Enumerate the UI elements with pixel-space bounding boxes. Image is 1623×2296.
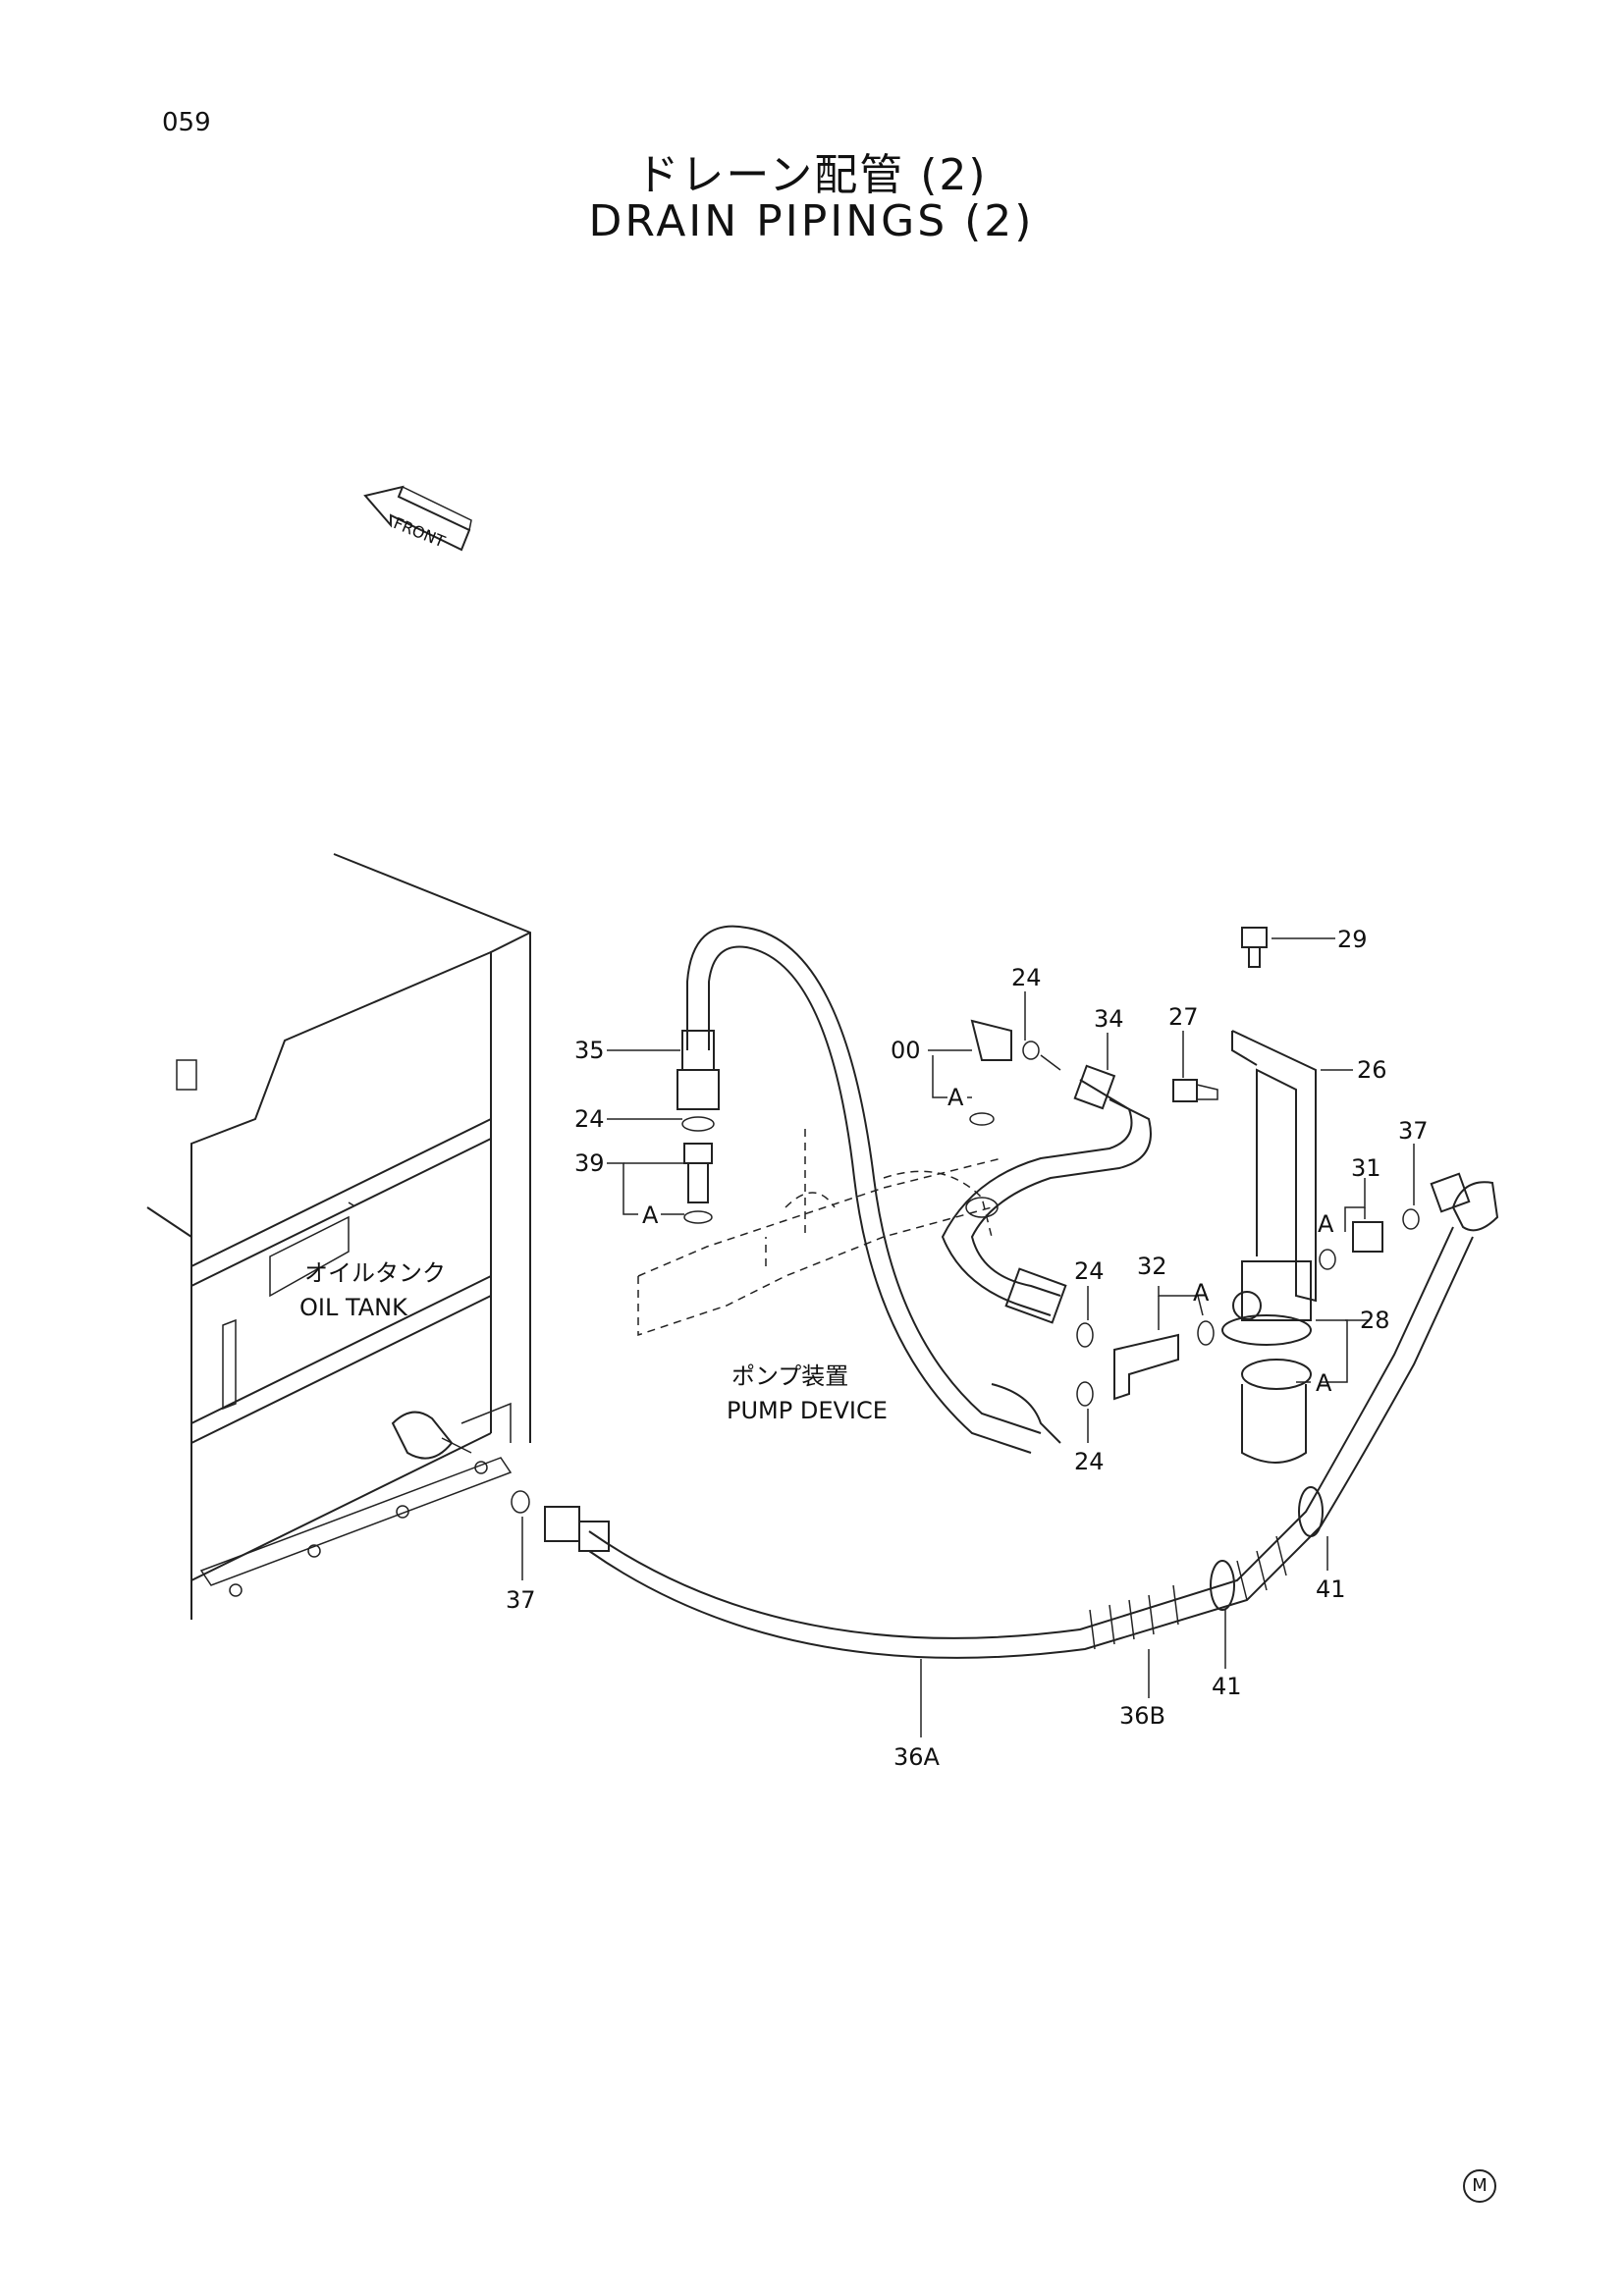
- oil-tank: [146, 853, 531, 1620]
- pump-label-jp: ポンプ装置: [731, 1362, 848, 1390]
- callout-32: 32: [1137, 1253, 1167, 1280]
- footer-mark: M: [1463, 2169, 1496, 2203]
- filter-assembly: [1221, 1260, 1312, 1464]
- oil-tank-label-jp: オイルタンク: [304, 1259, 446, 1287]
- title-english: DRAIN PIPINGS (2): [588, 196, 1035, 246]
- callout-41: 41: [1212, 1673, 1242, 1700]
- callout-34: 34: [1094, 1005, 1124, 1033]
- callout-39: 39: [574, 1149, 605, 1177]
- callout-a: A: [642, 1201, 659, 1229]
- callout-24: 24: [1074, 1448, 1105, 1475]
- callout-37: 37: [1398, 1117, 1429, 1145]
- callout-35: 35: [574, 1037, 605, 1064]
- callout-a: A: [1193, 1279, 1210, 1307]
- callout-24: 24: [1074, 1257, 1105, 1285]
- callouts: 35 24 39 A 24 00 A 34 27 29 26 31 37 A 3…: [506, 926, 1429, 1771]
- callout-00: 00: [891, 1037, 921, 1064]
- callout-a: A: [1316, 1369, 1332, 1397]
- front-arrow-label: FRONT: [391, 513, 448, 551]
- pump-device: [637, 1129, 1002, 1337]
- callout-36a: 36A: [893, 1743, 941, 1771]
- callout-24: 24: [1011, 964, 1042, 991]
- front-arrow-icon: FRONT: [363, 485, 472, 551]
- hose-35: [676, 925, 1042, 1454]
- callout-29: 29: [1337, 926, 1368, 953]
- page-number: 059: [162, 108, 211, 137]
- title-japanese: ドレーン配管 (2): [635, 150, 988, 200]
- callout-27: 27: [1168, 1003, 1199, 1031]
- oil-tank-label-en: OIL TANK: [299, 1294, 408, 1321]
- hose-36: [544, 1172, 1499, 1659]
- callout-24: 24: [574, 1105, 605, 1133]
- callout-31: 31: [1351, 1154, 1381, 1182]
- leader-lines: [521, 937, 1415, 1737]
- callout-28: 28: [1360, 1307, 1390, 1334]
- callout-a: A: [1318, 1210, 1334, 1238]
- callout-37: 37: [506, 1586, 536, 1614]
- callout-36b: 36B: [1119, 1702, 1165, 1730]
- callout-a: A: [947, 1084, 964, 1111]
- pump-label-en: PUMP DEVICE: [727, 1397, 888, 1424]
- callout-41: 41: [1316, 1575, 1346, 1603]
- hose-34: [941, 1079, 1152, 1444]
- callout-26: 26: [1357, 1056, 1387, 1084]
